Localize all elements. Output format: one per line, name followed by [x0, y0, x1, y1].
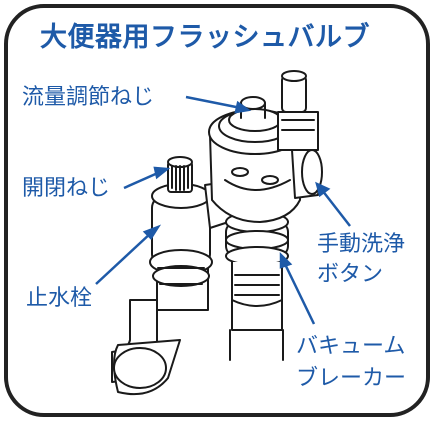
label-flow-adjust-screw: 流量調節ねじ	[22, 85, 155, 110]
label-hand-wash-button-line1: 手動洗浄	[317, 232, 406, 257]
hand-wash-button-leader	[321, 189, 351, 227]
label-open-close-screw: 開閉ねじ	[22, 176, 111, 201]
label-hand-wash-button-line2: ボタン	[317, 262, 384, 287]
label-hand-wash-button: 手動洗浄 ボタン	[317, 230, 405, 290]
vacuum-breaker-arrowhead	[279, 251, 293, 269]
open-close-screw-arrowhead	[153, 166, 171, 180]
flow-screw-leader	[185, 95, 242, 110]
open-close-screw-leader	[123, 170, 161, 190]
vacuum-breaker-leader	[282, 261, 316, 325]
diagram-title: 大便器用フラッシュバルブ	[40, 22, 370, 53]
hand-wash-button-arrowhead	[315, 181, 331, 198]
label-vacuum-breaker-line2: ブレーカー	[296, 366, 407, 391]
label-vacuum-breaker: バキューム ブレーカー	[296, 331, 406, 395]
callout-lines	[95, 95, 351, 325]
flush-valve-illustration	[111, 70, 323, 396]
stop-valve-arrowhead	[142, 224, 162, 240]
flow-screw-arrowhead	[234, 100, 252, 114]
label-vacuum-breaker-line1: バキューム	[296, 334, 406, 359]
stop-valve-leader	[95, 231, 153, 285]
label-stop-valve: 止水栓	[26, 286, 93, 311]
